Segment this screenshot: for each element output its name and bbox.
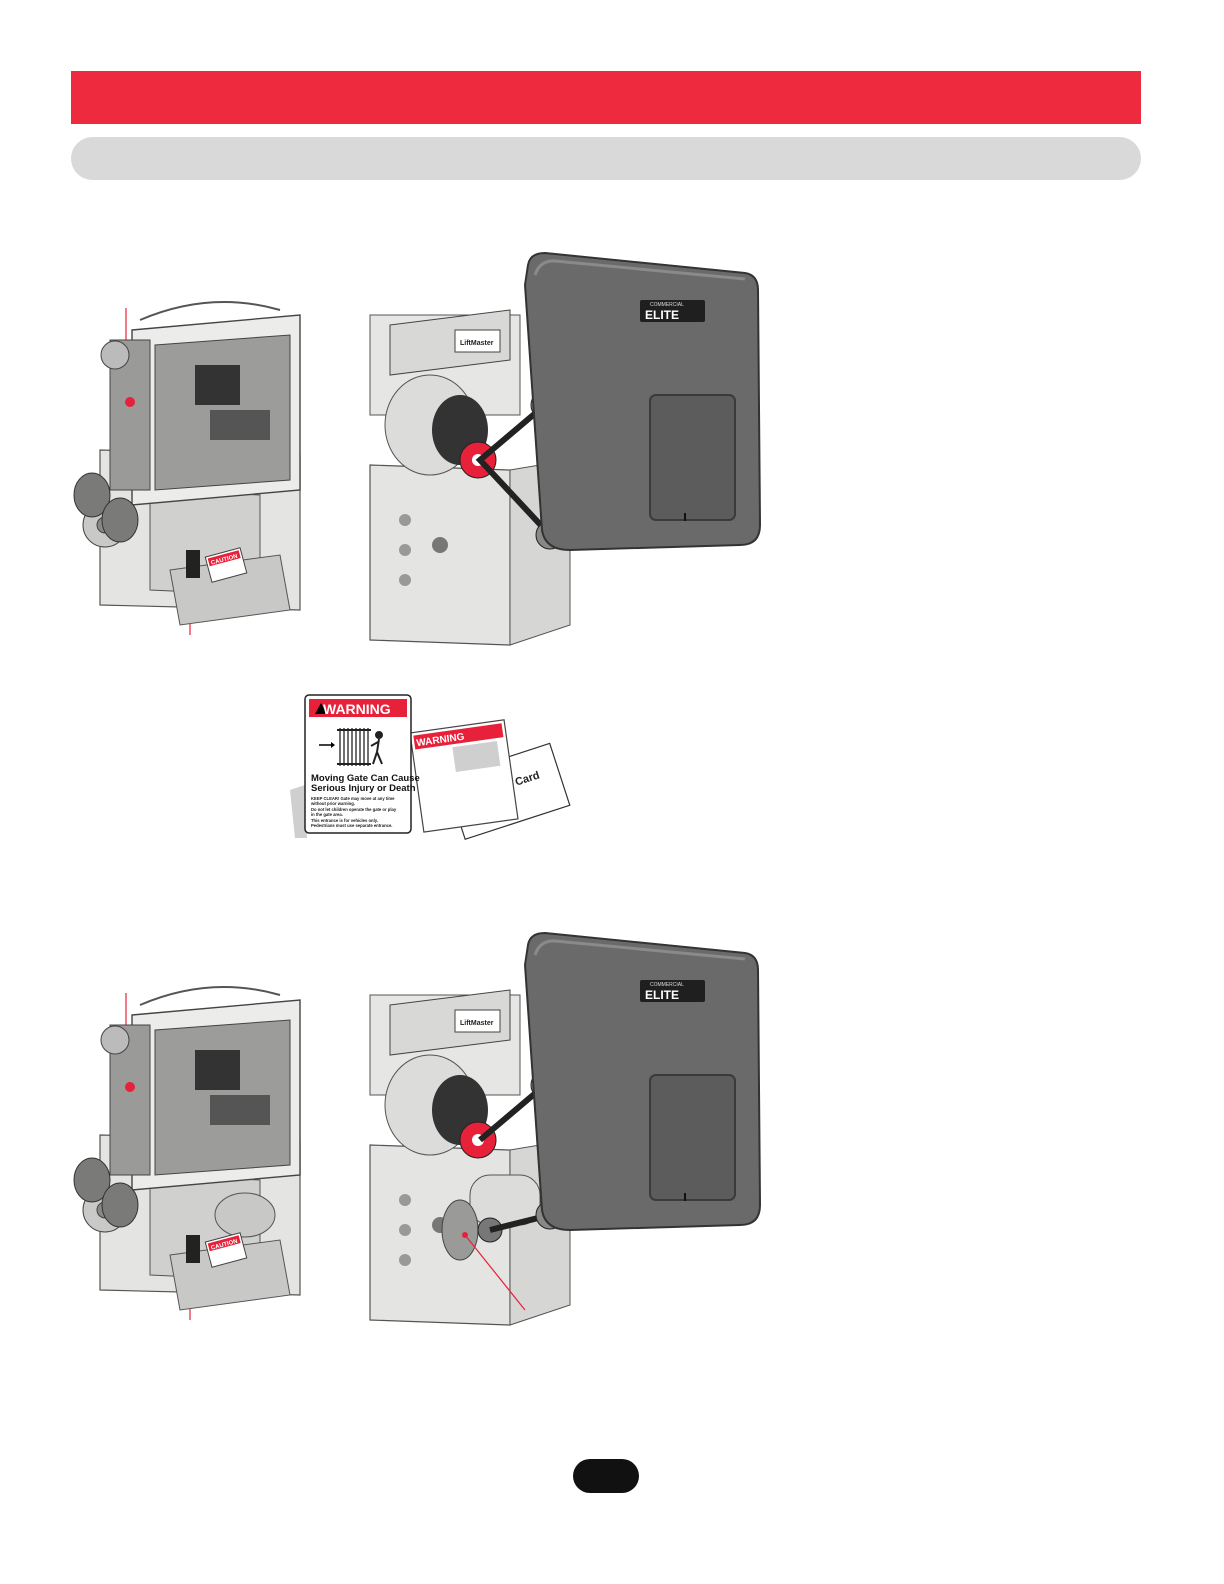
operator-open-view-bottom: CAUTION [73,986,301,1320]
warning-headline-line2: Serious Injury or Death [311,783,416,794]
brand-small-text: COMMERCIAL [650,982,684,988]
page-number-badge [573,1459,639,1493]
operator-open-view-top: CAUTION [73,301,301,635]
warning-sign-header: WARNING [323,701,391,717]
liftmaster-plate-text: LiftMaster [460,340,494,347]
section-heading-bar [71,137,1141,180]
brand-name-text: ELITE [645,988,679,1002]
operator-with-cover-top: LiftMaster COMMERCIAL ELITE [369,251,762,646]
warning-body-line: Do not let children operate the gate or … [311,807,397,812]
brand-name-text: ELITE [645,308,679,322]
warning-body-line: Pedestrians must use separate entrance. [311,823,392,828]
warning-body-line: This entrance is for vehicles only. [311,818,378,823]
warning-signs-and-warranty-card: Warranty Card WARNING WARNING Moving Gat… [290,694,571,840]
liftmaster-plate-text: LiftMaster [460,1020,494,1027]
warning-headline-line1: Moving Gate Can Cause [311,773,420,784]
warning-body-line: without prior warning. [310,801,355,806]
operator-with-cover-bottom: LiftMaster COMMERCIAL ELITE [369,931,762,1326]
warning-body-line: KEEP CLEAR! Gate may move at any time [311,796,395,801]
header-band [71,71,1141,124]
warning-body-line: in the gate area. [311,812,343,817]
callout-line-motor [464,1234,526,1311]
brand-small-text: COMMERCIAL [650,302,684,308]
